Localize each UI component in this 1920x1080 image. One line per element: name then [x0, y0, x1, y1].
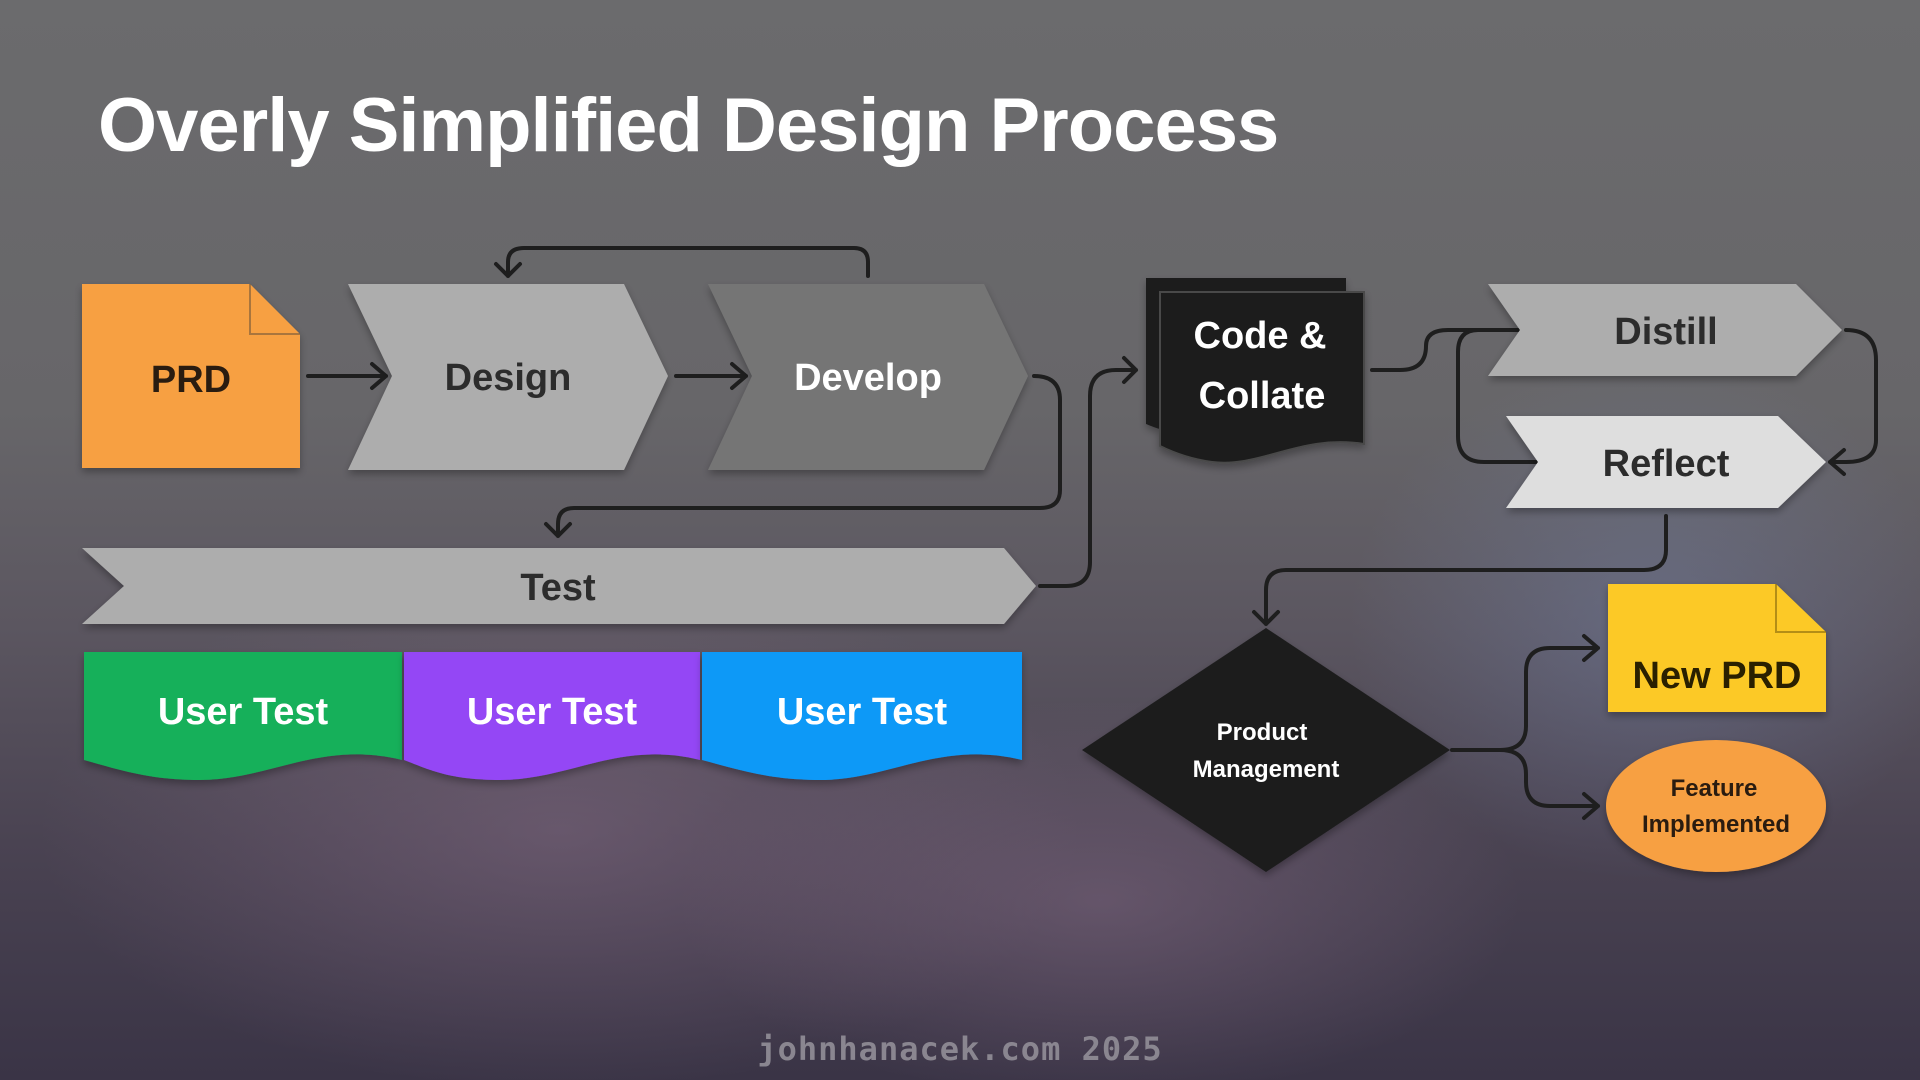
- connector-reflect-pm: [1252, 514, 1668, 626]
- user-test-label-3: User Test: [777, 691, 948, 733]
- product-management-label-2: Management: [1193, 756, 1340, 783]
- connector-distill-loop: [1828, 328, 1878, 476]
- prd-page-fold: [249, 284, 300, 335]
- product-management-label-1: Product: [1217, 719, 1308, 746]
- user-test-card-2: [404, 652, 700, 780]
- feature-implemented-oval: [1606, 740, 1826, 872]
- code-collate-label-2: Collate: [1199, 375, 1326, 417]
- footer-credit: johnhanacek.com 2025: [757, 1030, 1163, 1068]
- new-prd-label: New PRD: [1633, 655, 1802, 697]
- connector-pm-newprd: [1450, 634, 1600, 752]
- user-test-card-1: [84, 652, 402, 780]
- test-label: Test: [520, 567, 596, 609]
- connector-develop-design-loop: [494, 246, 870, 278]
- connector-test-code: [1038, 356, 1138, 588]
- prd-document: [82, 284, 300, 468]
- product-management-diamond: [1082, 628, 1450, 872]
- new-prd-page-fold: [1775, 584, 1826, 633]
- connector-pm-feature: [1498, 748, 1600, 820]
- page-title: Overly Simplified Design Process: [98, 83, 1279, 168]
- develop-label: Develop: [794, 357, 942, 399]
- prd-label: PRD: [151, 359, 231, 401]
- code-collate-label-1: Code &: [1194, 315, 1327, 357]
- connector-prd-design: [306, 362, 388, 390]
- connector-develop-test: [544, 374, 1062, 538]
- code-collate-document: [1146, 278, 1365, 464]
- new-prd-document: [1608, 584, 1826, 712]
- test-banner: [82, 548, 1036, 624]
- design-chevron: [348, 284, 668, 470]
- feature-implemented-label-2: Implemented: [1642, 811, 1790, 838]
- feature-implemented-label-1: Feature: [1671, 775, 1758, 802]
- user-test-label-1: User Test: [158, 691, 329, 733]
- user-test-card-3: [702, 652, 1022, 780]
- distill-chevron: [1488, 284, 1842, 376]
- reflect-label: Reflect: [1603, 443, 1730, 485]
- code-collate-front-page: [1159, 291, 1365, 464]
- distill-label: Distill: [1614, 311, 1717, 353]
- connector-design-develop: [674, 362, 748, 390]
- reflect-chevron: [1506, 416, 1826, 508]
- design-label: Design: [445, 357, 572, 399]
- user-test-label-2: User Test: [467, 691, 638, 733]
- develop-chevron: [708, 284, 1028, 470]
